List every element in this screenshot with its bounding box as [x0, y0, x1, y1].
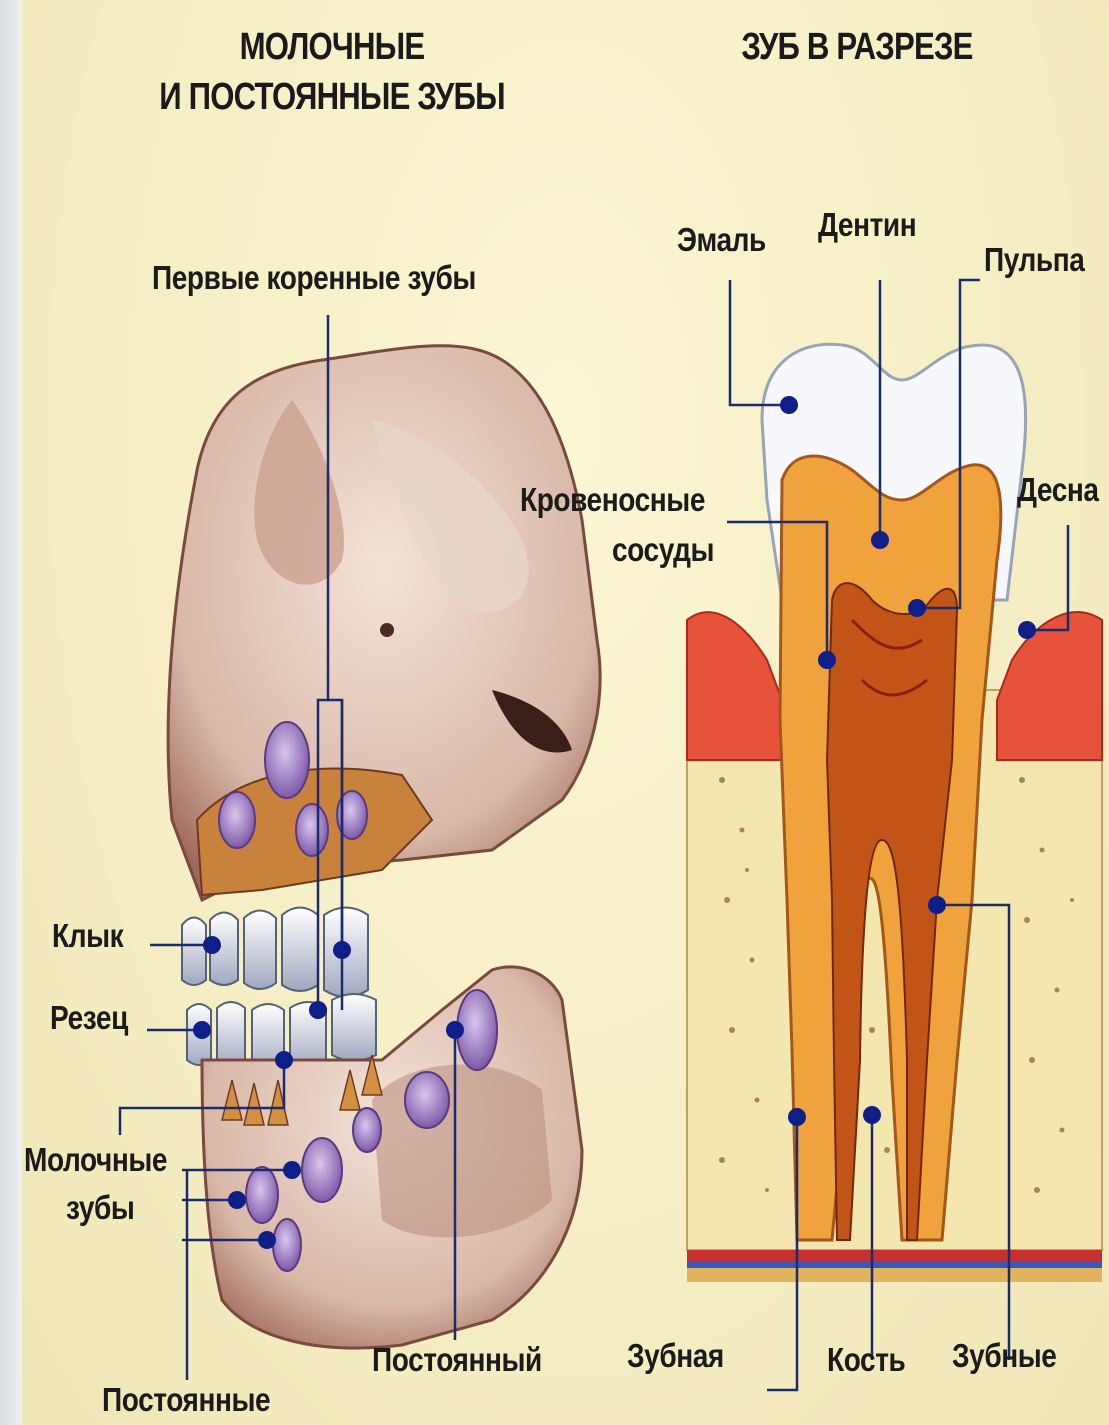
pulp-chamber: [827, 583, 957, 1240]
jaw-bone-block: [687, 690, 1102, 1250]
dot-gum: [1018, 621, 1036, 639]
label-milk-teeth-line2: зубы: [66, 1188, 134, 1228]
leader-enamel: [730, 280, 789, 405]
label-incisor: Резец: [50, 998, 128, 1038]
label-blood-vessels-line1: Кровеносные: [520, 480, 705, 520]
vessel-band-base: [687, 1268, 1102, 1282]
dot-enamel: [780, 396, 798, 414]
gum-left: [687, 612, 782, 760]
dot-blood-vessels: [818, 651, 836, 669]
vessel-band-blue: [687, 1262, 1102, 1268]
dot-dentin: [871, 531, 889, 549]
left-edge-strip: [0, 0, 22, 1425]
leader-gum: [1027, 525, 1068, 630]
label-blood-vessels-line2: сосуды: [612, 530, 714, 570]
label-dental-plural: Зубные: [952, 1336, 1056, 1376]
label-gum: Десна: [1017, 470, 1099, 510]
dot-dental-plural: [928, 896, 946, 914]
label-canine: Клык: [52, 916, 123, 956]
label-milk-teeth-line1: Молочные: [24, 1140, 167, 1180]
label-bone: Кость: [827, 1340, 905, 1380]
enamel-crown: [762, 344, 1026, 600]
dot-pulp: [908, 599, 926, 617]
bone-texture-dots: [719, 777, 1074, 1202]
label-permanent-single: Постоянный: [372, 1340, 542, 1380]
vessel-band-red: [687, 1250, 1102, 1262]
pulp-vessels: [852, 620, 927, 695]
dot-dental: [788, 1108, 806, 1126]
diagram-canvas: МОЛОЧНЫЕ И ПОСТОЯННЫЕ ЗУБЫ ЗУБ В РАЗРЕЗЕ: [22, 0, 1109, 1425]
label-first-molars: Первые коренные зубы: [152, 258, 476, 298]
leader-blood-vessels: [727, 522, 827, 660]
gum-right: [997, 612, 1102, 760]
dot-bone: [863, 1106, 881, 1124]
leader-dental: [767, 1117, 797, 1390]
label-pulp: Пульпа: [984, 240, 1084, 280]
label-dental: Зубная: [627, 1336, 724, 1376]
label-enamel: Эмаль: [677, 220, 766, 260]
title-right: ЗУБ В РАЗРЕЗЕ: [722, 22, 993, 72]
dentin-layer: [780, 456, 1001, 1240]
leader-pulp: [917, 280, 980, 608]
label-permanent-plural: Постоянные: [102, 1380, 270, 1420]
leader-dental-plural: [937, 905, 1009, 1360]
label-dentin: Дентин: [818, 205, 916, 245]
